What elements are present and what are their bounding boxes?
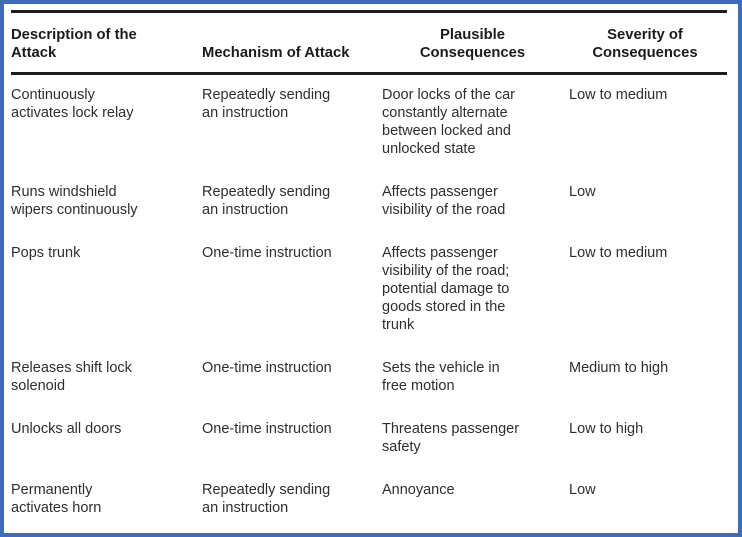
cell-description: Runs windshield wipers continuously bbox=[11, 184, 138, 218]
cell-consequences: Sets the vehicle in free motion bbox=[382, 360, 500, 394]
cell-consequences: Affects passenger visibility of the road… bbox=[382, 245, 510, 333]
header-severity-of-consequences: Severity of Consequences bbox=[569, 11, 727, 75]
cell-description: Permanently activates horn bbox=[11, 482, 102, 516]
table-row: Pops trunk One-time instruction Affects … bbox=[11, 233, 727, 348]
cell-consequences: Threatens passenger safety bbox=[382, 421, 520, 455]
cell-severity: Low bbox=[569, 184, 596, 200]
cell-consequences: Door locks of the car constantly alterna… bbox=[382, 87, 515, 157]
header-plausible-consequences: Plausible Consequences bbox=[382, 11, 569, 75]
cell-description: Continuously activates lock relay bbox=[11, 87, 134, 121]
cell-consequences: Annoyance bbox=[382, 482, 455, 498]
cell-description: Releases shift lock solenoid bbox=[11, 360, 132, 394]
cell-mechanism: Repeatedly sending an instruction bbox=[202, 184, 331, 218]
cell-mechanism: One-time instruction bbox=[202, 245, 332, 261]
cell-mechanism: Repeatedly sending an instruction bbox=[202, 482, 331, 516]
cell-description: Unlocks all doors bbox=[11, 421, 122, 437]
table-row: Continuously activates lock relay Repeat… bbox=[11, 74, 727, 173]
header-description-of-attack: Description of the Attack bbox=[11, 11, 202, 75]
cell-mechanism: One-time instruction bbox=[202, 421, 332, 437]
header-mechanism-of-attack: Mechanism of Attack bbox=[202, 11, 382, 75]
cell-consequences: Affects passenger visibility of the road bbox=[382, 184, 506, 218]
table-row: Permanently activates horn Repeatedly se… bbox=[11, 470, 727, 531]
cell-severity: Medium to high bbox=[569, 360, 669, 376]
table-row: Releases shift lock solenoid One-time in… bbox=[11, 348, 727, 409]
cell-mechanism: One-time instruction bbox=[202, 360, 332, 376]
header-row: Description of the Attack Mechanism of A… bbox=[11, 11, 727, 75]
cell-severity: Low to medium bbox=[569, 245, 668, 261]
attack-consequences-table: Description of the Attack Mechanism of A… bbox=[11, 10, 727, 531]
cell-severity: Low bbox=[569, 482, 596, 498]
table-row: Unlocks all doors One-time instruction T… bbox=[11, 409, 727, 470]
cell-mechanism: Repeatedly sending an instruction bbox=[202, 87, 331, 121]
cell-severity: Low to medium bbox=[569, 87, 668, 103]
cell-severity: Low to high bbox=[569, 421, 644, 437]
table-row: Runs windshield wipers continuously Repe… bbox=[11, 172, 727, 233]
cell-description: Pops trunk bbox=[11, 245, 81, 261]
